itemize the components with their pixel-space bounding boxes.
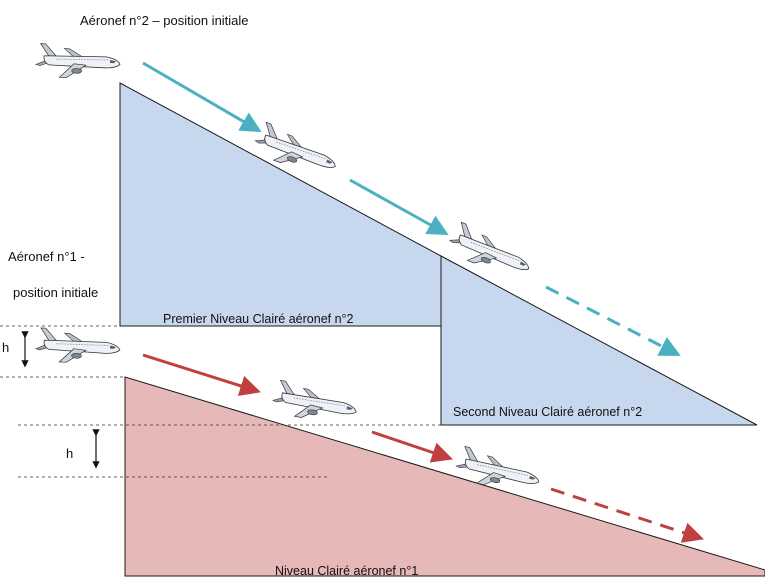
h-label-middle: h xyxy=(66,446,73,461)
aircraft2-initial-label: Aéronef n°2 – position initiale xyxy=(80,13,249,28)
level-ac1-zone xyxy=(124,376,765,577)
second-level-ac2-zone xyxy=(440,255,758,426)
ac1-arrow-dashed xyxy=(550,487,704,543)
airliner-icon xyxy=(34,42,122,80)
airliner-icon xyxy=(34,327,122,366)
ac2-arrow-2 xyxy=(349,178,449,236)
ac2-arrow-1 xyxy=(142,61,262,133)
first-level-ac2-label: Premier Niveau Clairé aéronef n°2 xyxy=(163,312,354,326)
ac1-arrow-1 xyxy=(142,353,262,396)
airliner-icon xyxy=(270,379,360,428)
second-level-ac2-label: Second Niveau Clairé aéronef n°2 xyxy=(453,405,642,419)
ac2-arrow-dashed xyxy=(545,285,681,356)
ac1-arrow-2 xyxy=(371,430,453,463)
level-ac1-label: Niveau Clairé aéronef n°1 xyxy=(275,564,418,578)
aircraft1-initial-label-line1: Aéronef n°1 - xyxy=(8,249,85,264)
aircraft1-initial-label-line2: position initiale xyxy=(13,285,98,300)
h-label-left: h xyxy=(2,340,9,355)
